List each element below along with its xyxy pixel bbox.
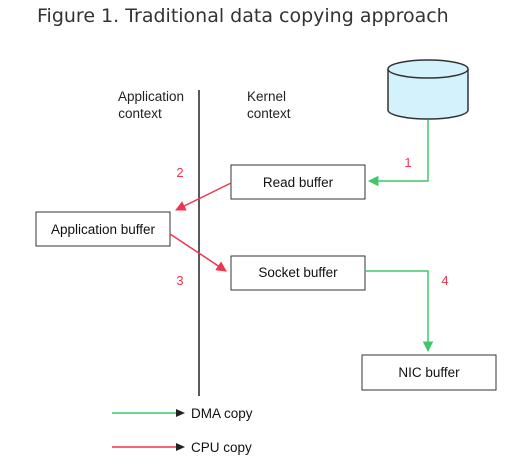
step-number-1: 1 — [404, 155, 411, 170]
application-buffer-box: Application buffer — [35, 211, 171, 247]
application-context-label-line1: Application — [118, 89, 184, 104]
legend-dma-arrowhead — [176, 409, 185, 417]
legend-cpu-label: CPU copy — [191, 440, 252, 455]
cpu-copy-arrow-read-to-application — [175, 182, 232, 211]
legend: DMA copy CPU copy — [112, 406, 253, 455]
kernel-context-label-line1: Kernel — [247, 89, 286, 104]
kernel-context-label-line2: context — [247, 106, 291, 121]
application-context-label-line2: context — [118, 106, 162, 121]
socket-buffer-label: Socket buffer — [258, 265, 338, 280]
disk-cylinder-icon — [387, 59, 469, 120]
cpu-copy-arrow-application-to-socket — [169, 233, 227, 272]
read-buffer-box: Read buffer — [230, 164, 366, 200]
nic-buffer-box: NIC buffer — [361, 354, 497, 391]
dma-copy-arrow-disk-to-read — [367, 120, 429, 187]
legend-cpu-arrowhead — [176, 443, 185, 451]
application-buffer-label: Application buffer — [51, 222, 156, 237]
nic-buffer-label: NIC buffer — [398, 365, 460, 380]
dma-copy-arrow-socket-to-nic — [365, 270, 434, 353]
figure-caption: Figure 1. Traditional data copying appro… — [37, 5, 449, 27]
legend-dma-label: DMA copy — [191, 406, 253, 421]
socket-buffer-box: Socket buffer — [230, 255, 366, 291]
step-number-3: 3 — [176, 273, 183, 288]
read-buffer-label: Read buffer — [263, 175, 334, 190]
step-number-4: 4 — [441, 273, 448, 288]
step-number-2: 2 — [176, 165, 183, 180]
